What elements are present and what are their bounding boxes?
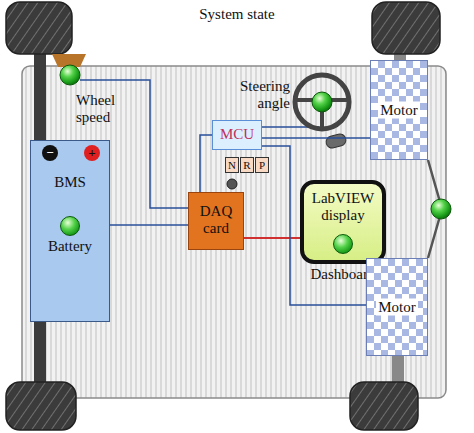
battery-sensor <box>60 216 80 236</box>
signal-label: Wheel speed <box>76 92 134 125</box>
display-sensor <box>333 234 353 254</box>
signal-wire <box>244 237 300 239</box>
text-row: R <box>241 159 253 171</box>
node-text: Battery <box>48 238 92 255</box>
node-text: MCU <box>220 126 254 143</box>
text-row: Motor <box>371 102 427 119</box>
node-text: R <box>243 159 250 171</box>
mcu-box: MCU <box>212 120 262 150</box>
wheel <box>6 382 76 430</box>
node-text: N <box>228 159 236 171</box>
text-row: MCU <box>213 126 261 143</box>
signal-label: Steering angle <box>228 78 290 111</box>
daq-card-box: DAQ card <box>188 192 244 250</box>
wheel <box>350 382 418 430</box>
wheel-speed-sensor <box>60 65 80 85</box>
steering-sensor <box>312 92 332 112</box>
text-row: BMS <box>31 174 109 191</box>
node-heading: BMS <box>54 174 86 191</box>
signal-wire <box>110 224 188 226</box>
terminal-label: − <box>42 145 58 161</box>
gear-box: R <box>240 157 254 173</box>
wheel <box>6 2 72 54</box>
node-text: P <box>259 159 265 171</box>
motor-box: Motor <box>366 258 428 356</box>
text-row: Motor <box>367 299 427 316</box>
diagram-title: System state <box>0 6 474 23</box>
motor-box: Motor <box>370 60 428 160</box>
signal-wire <box>262 137 370 139</box>
motor-sensor <box>431 199 451 219</box>
node-text: Motor <box>378 102 420 119</box>
right-axle-bottom <box>392 354 404 384</box>
terminal-label: + <box>84 145 100 161</box>
node-text: DAQ card <box>192 203 240 237</box>
text-row: N <box>226 159 238 171</box>
shift-knob <box>227 179 237 189</box>
steering-wheel <box>295 75 349 129</box>
chassis <box>22 66 446 398</box>
battery-box: BMS Battery <box>30 140 110 322</box>
gear-box: N <box>225 157 239 173</box>
text-row: P <box>256 159 268 171</box>
node-text: Motor <box>376 299 418 316</box>
gear-box: P <box>255 157 269 173</box>
text-row: Battery <box>31 238 109 255</box>
text-row: DAQ card <box>192 203 240 237</box>
signal-wire <box>200 135 212 192</box>
pedal <box>325 133 347 150</box>
node-text: LabVIEW display <box>307 190 379 224</box>
wheel <box>372 2 440 54</box>
display-panel: LabVIEW display <box>300 180 386 264</box>
